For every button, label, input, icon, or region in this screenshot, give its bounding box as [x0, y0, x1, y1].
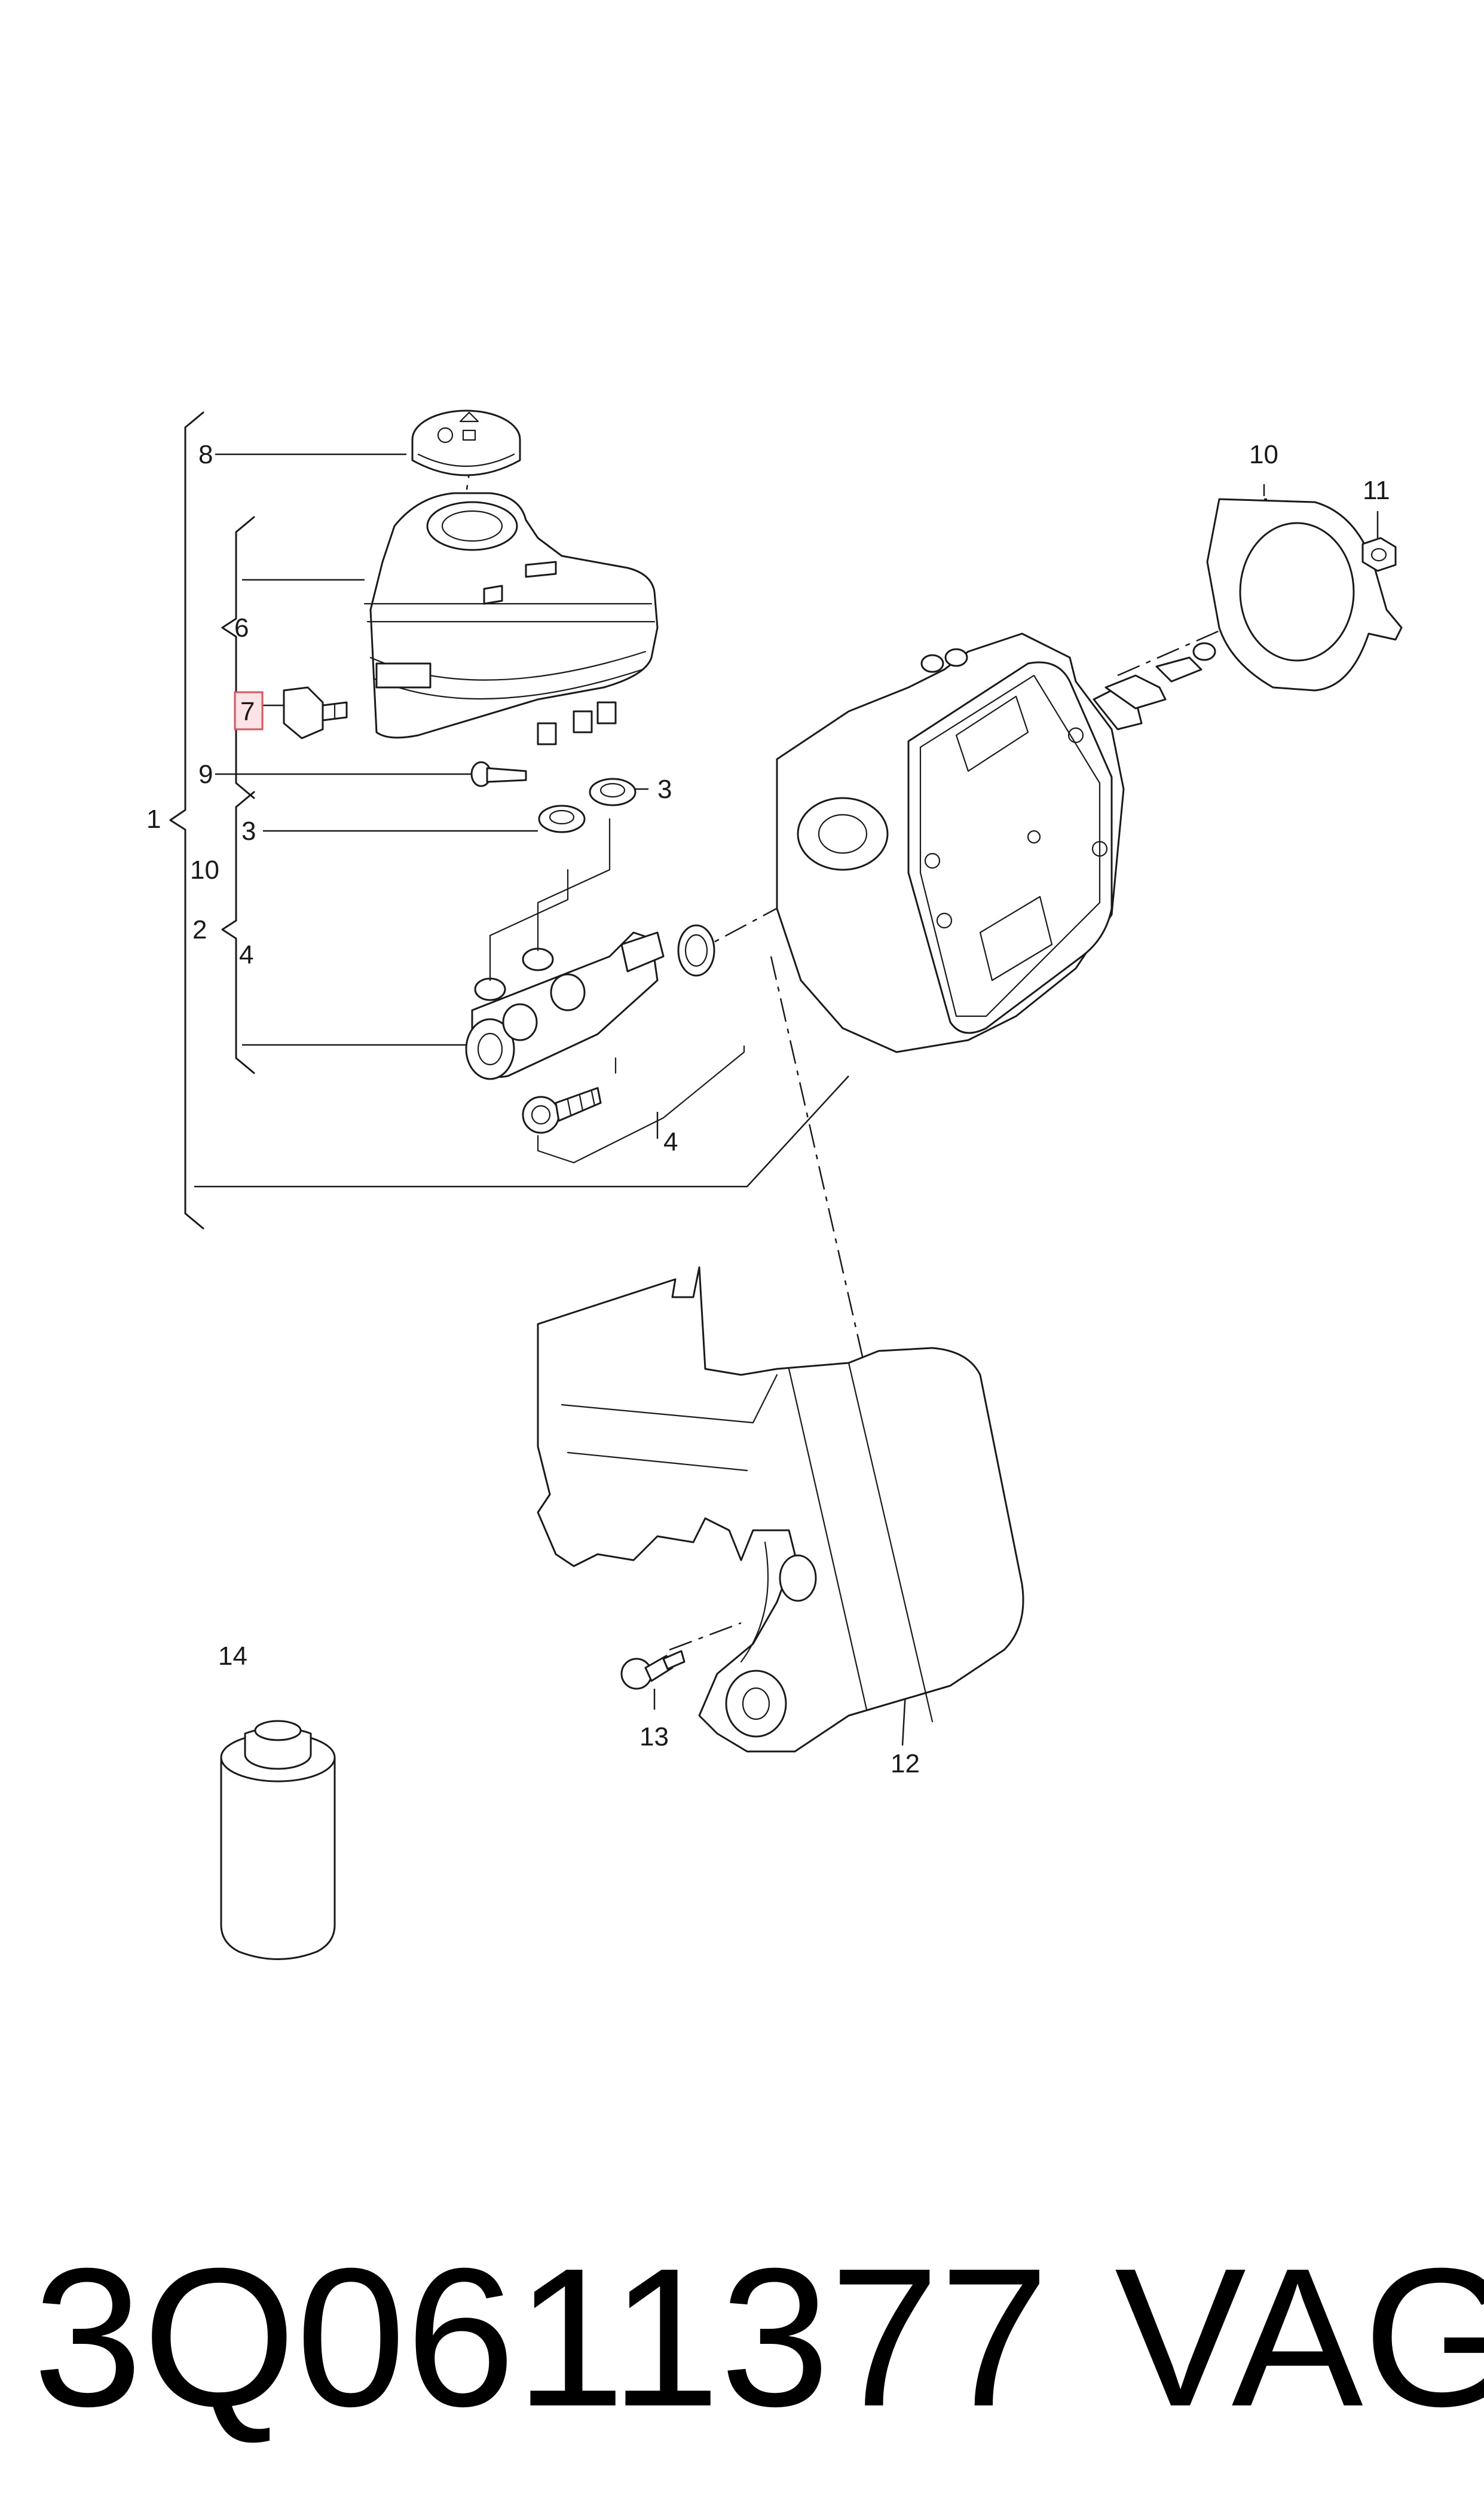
bolt-4-part	[522, 1045, 745, 1164]
callout-4-bolt: 4	[663, 1127, 678, 1157]
reservoir-cap-part	[411, 409, 521, 476]
electromechanical-brake-booster-part	[776, 632, 1216, 1053]
callout-9: 9	[198, 760, 213, 789]
brake-fluid-bottle-part	[220, 1720, 336, 1960]
callout-10-gasket: 10	[1249, 440, 1278, 469]
brake-fluid-reservoir-part	[363, 492, 659, 745]
callout-13: 13	[640, 1722, 669, 1751]
gasket-plate-part	[1206, 498, 1403, 692]
parts-exploded-diagram: 8 6 7 9 3 3 1 10 2 4 4 10 11 12 13 14	[146, 409, 1403, 1960]
callout-7: 7	[240, 697, 255, 726]
callout-1: 1	[146, 805, 161, 834]
mounting-bracket-part	[537, 1266, 1024, 1753]
callout-2: 2	[192, 915, 207, 944]
nut-11-part	[1361, 537, 1397, 572]
callout-3-right: 3	[657, 775, 672, 804]
part-number: 3Q0611377	[33, 2227, 1049, 2447]
bracket-group-1	[169, 411, 849, 1230]
bracket-group-2	[221, 791, 472, 1074]
callout-8: 8	[198, 440, 213, 469]
callout-3-left: 3	[241, 817, 256, 846]
callout-labels: 8 6 7 9 3 3 1 10 2 4 4 10 11 12 13 14	[146, 440, 1390, 1778]
callout-11: 11	[1363, 476, 1390, 505]
callout-4-group: 4	[239, 940, 253, 970]
callout-10-group: 10	[190, 855, 219, 885]
callout-6: 6	[234, 613, 249, 643]
bracket-group-6	[221, 516, 365, 799]
callout-7-highlight	[234, 691, 264, 730]
bolt-9-part	[470, 761, 527, 787]
footer: 3Q0611377 VAG	[33, 2212, 1484, 2463]
level-warning-sender-part	[283, 686, 348, 739]
brake-master-cylinder-part	[465, 818, 715, 1080]
bolt-13-part	[620, 1650, 686, 1690]
brand-name: VAG	[1115, 2227, 1484, 2447]
callout-12: 12	[891, 1749, 920, 1778]
seal-rings-part	[538, 778, 637, 833]
callout-14: 14	[218, 1641, 247, 1671]
